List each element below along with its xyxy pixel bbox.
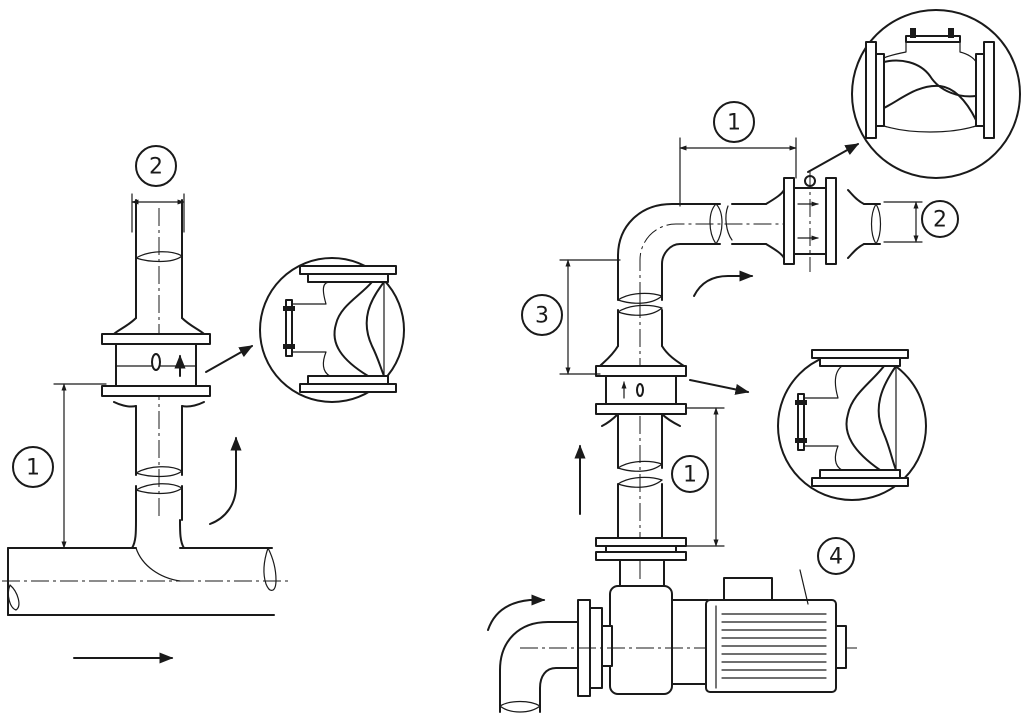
detail-pointer-arrow-upper (807, 143, 860, 173)
callout-circle (135, 145, 177, 187)
callout-label: 4 (829, 545, 843, 570)
dimension-elbow-distance: 3 (521, 259, 621, 375)
callout-label: 1 (26, 456, 40, 481)
right-installation: 1 2 3 1 4 (487, 9, 1021, 713)
dimension-vertical-distance: 1 (671, 407, 725, 547)
check-valve-horizontal (783, 170, 837, 272)
callout-circle (671, 455, 709, 493)
vertical-pipe-right (599, 292, 685, 580)
tee-branch-pipe (131, 519, 185, 582)
detail-pointer-arrow (205, 345, 254, 373)
callout-label: 2 (933, 208, 947, 233)
detail-pointer-arrow-lower (689, 379, 750, 395)
left-installation: 2 1 (2, 145, 405, 664)
flow-arrow-right-upper (693, 270, 754, 297)
elbow-pipe (617, 203, 800, 301)
horizontal-pipe-upper (731, 189, 882, 259)
callout-label: 3 (535, 304, 549, 329)
callout-circle (521, 294, 563, 336)
callout-label: 1 (683, 463, 697, 488)
callout-circle (12, 446, 54, 488)
pump-flange (595, 529, 687, 561)
main-horizontal-pipe (2, 547, 292, 616)
check-valve-vertical (595, 365, 687, 415)
check-valve-left (101, 333, 211, 397)
valve-detail-circle-upper (851, 9, 1021, 179)
valve-detail-circle-lower (777, 349, 927, 501)
flow-arrow-up (209, 436, 242, 525)
flow-arrow-suction (487, 594, 546, 631)
suction-pipe (499, 621, 579, 713)
dimension-distance-left: 1 (12, 383, 107, 549)
callout-label: 2 (149, 155, 163, 180)
callout-circle (713, 101, 755, 143)
motor-cooling-fins (721, 613, 827, 679)
callout-label: 1 (727, 111, 741, 136)
vertical-pipe (113, 199, 205, 521)
dimension-pipe-diameter-left: 2 (131, 145, 185, 233)
dimension-pipe-diameter-right: 2 (883, 200, 959, 243)
dimension-horizontal-distance: 1 (679, 101, 797, 207)
valve-detail-circle (259, 257, 405, 403)
callout-circle (817, 537, 855, 575)
callout-circle (921, 200, 959, 238)
pump (520, 559, 860, 697)
pump-callout: 4 (817, 537, 855, 575)
